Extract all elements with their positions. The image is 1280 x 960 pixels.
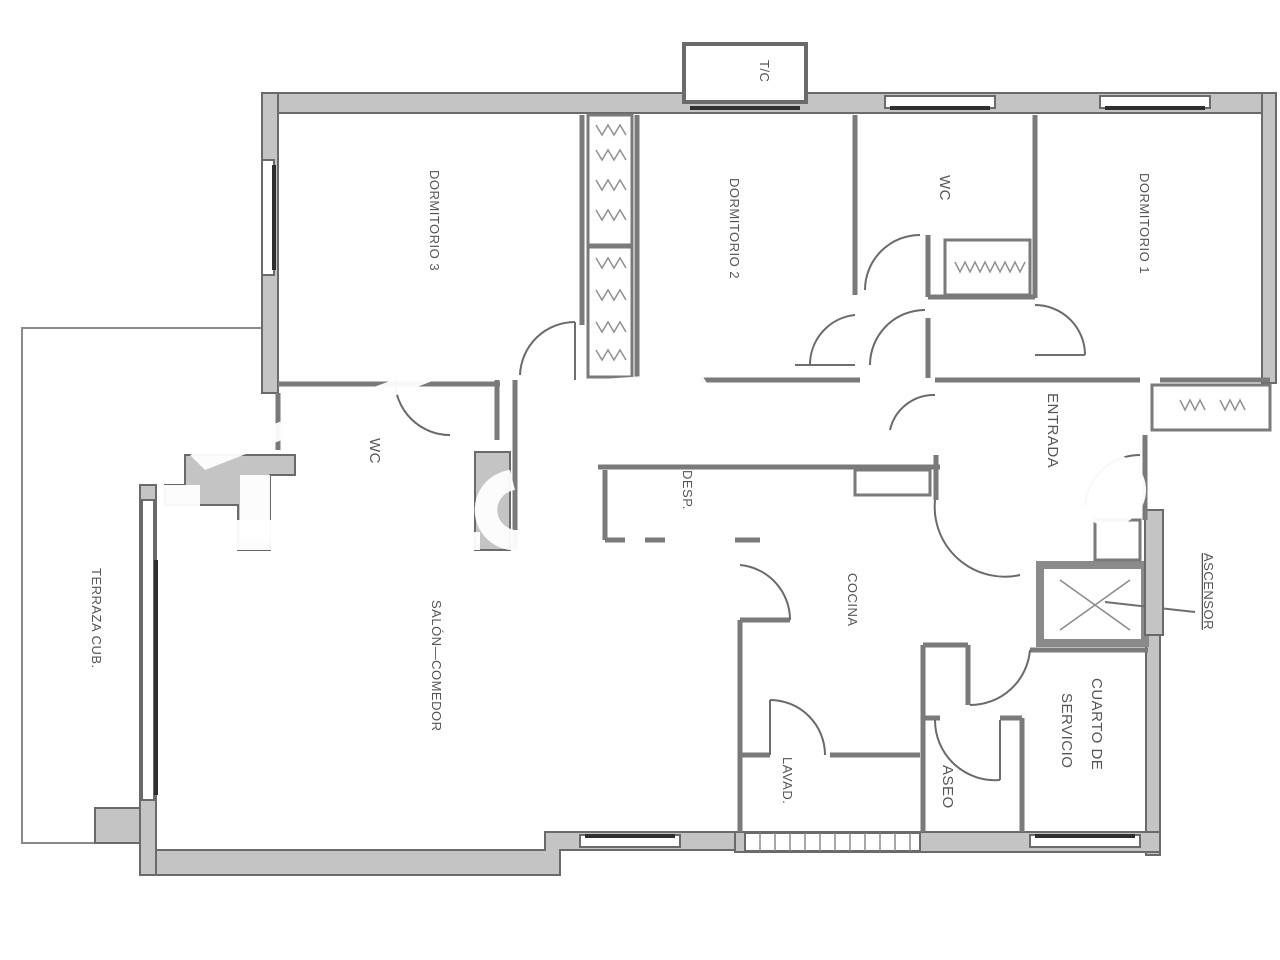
label-wc-top: WC	[936, 175, 953, 201]
label-dormitorio-2: DORMITORIO 2	[727, 178, 742, 279]
closet-hangers	[595, 123, 1246, 412]
label-dormitorio-3: DORMITORIO 3	[427, 170, 442, 271]
watermark	[160, 370, 1147, 551]
label-aseo: ASEO	[939, 765, 956, 809]
interior-walls	[164, 113, 1272, 832]
room-labels: DORMITORIO 3 DORMITORIO 2 WC DORMITORIO …	[89, 170, 1216, 809]
terrace-outline	[21, 327, 262, 844]
label-wc-left: WC	[366, 438, 383, 464]
tc-label: T/C	[757, 60, 772, 82]
label-cocina: COCINA	[845, 573, 860, 627]
tc-shaft: T/C	[682, 42, 808, 110]
label-despensa: DESP.	[680, 470, 695, 510]
label-cuarto-servicio-1: CUARTO DE	[1088, 678, 1105, 770]
label-lavadero: LAVAD.	[780, 757, 795, 804]
label-cuarto-servicio-2: SERVICIO	[1058, 693, 1075, 768]
label-entrada: ENTRADA	[1044, 393, 1061, 468]
label-dormitorio-1: DORMITORIO 1	[1137, 173, 1152, 274]
label-salon: SALÓN—COMEDOR	[429, 600, 444, 731]
label-ascensor: ASCENSOR	[1201, 553, 1216, 630]
label-terraza: TERRAZA CUB.	[89, 568, 104, 669]
door-swings	[394, 234, 1141, 782]
windows	[141, 95, 1211, 852]
